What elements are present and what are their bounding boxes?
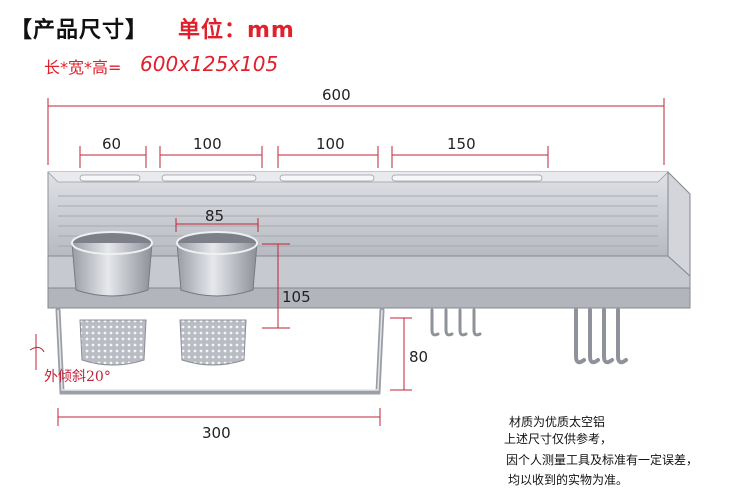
section-title: 【产品尺寸】 [10, 18, 149, 43]
basket-left [79, 319, 147, 366]
dimension-lines [29, 98, 665, 426]
dimensions-value: 600x125x105 [140, 52, 279, 76]
label-slot-1: 60 [102, 135, 122, 153]
label-tilt: 外倾斜20° [44, 369, 111, 385]
label-rail-drop: 80 [409, 348, 429, 366]
label-slot-4: 150 [447, 135, 476, 153]
note-line-1: 材质为优质太空铝 [509, 415, 606, 429]
label-total-length: 600 [322, 86, 351, 104]
label-slot-2: 100 [193, 135, 222, 153]
note-line-2: 上述尺寸仅供参考， [504, 432, 613, 446]
label-slot-3: 100 [316, 135, 345, 153]
note-line-3: 因个人测量工具及标准有一定误差， [506, 453, 699, 467]
label-cup-diameter: 85 [205, 207, 225, 225]
cup-right [176, 231, 258, 297]
hooks-large [574, 308, 628, 365]
note-line-4: 均以收到的实物为准。 [508, 473, 629, 487]
basket-right [179, 319, 247, 366]
unit-label: 单位：mm [178, 18, 295, 43]
label-rail-length: 300 [202, 424, 231, 442]
dimensions-label: 长*宽*高= [44, 58, 122, 77]
hooks-small [430, 308, 482, 337]
cup-left [71, 231, 153, 297]
label-height: 105 [282, 288, 311, 306]
